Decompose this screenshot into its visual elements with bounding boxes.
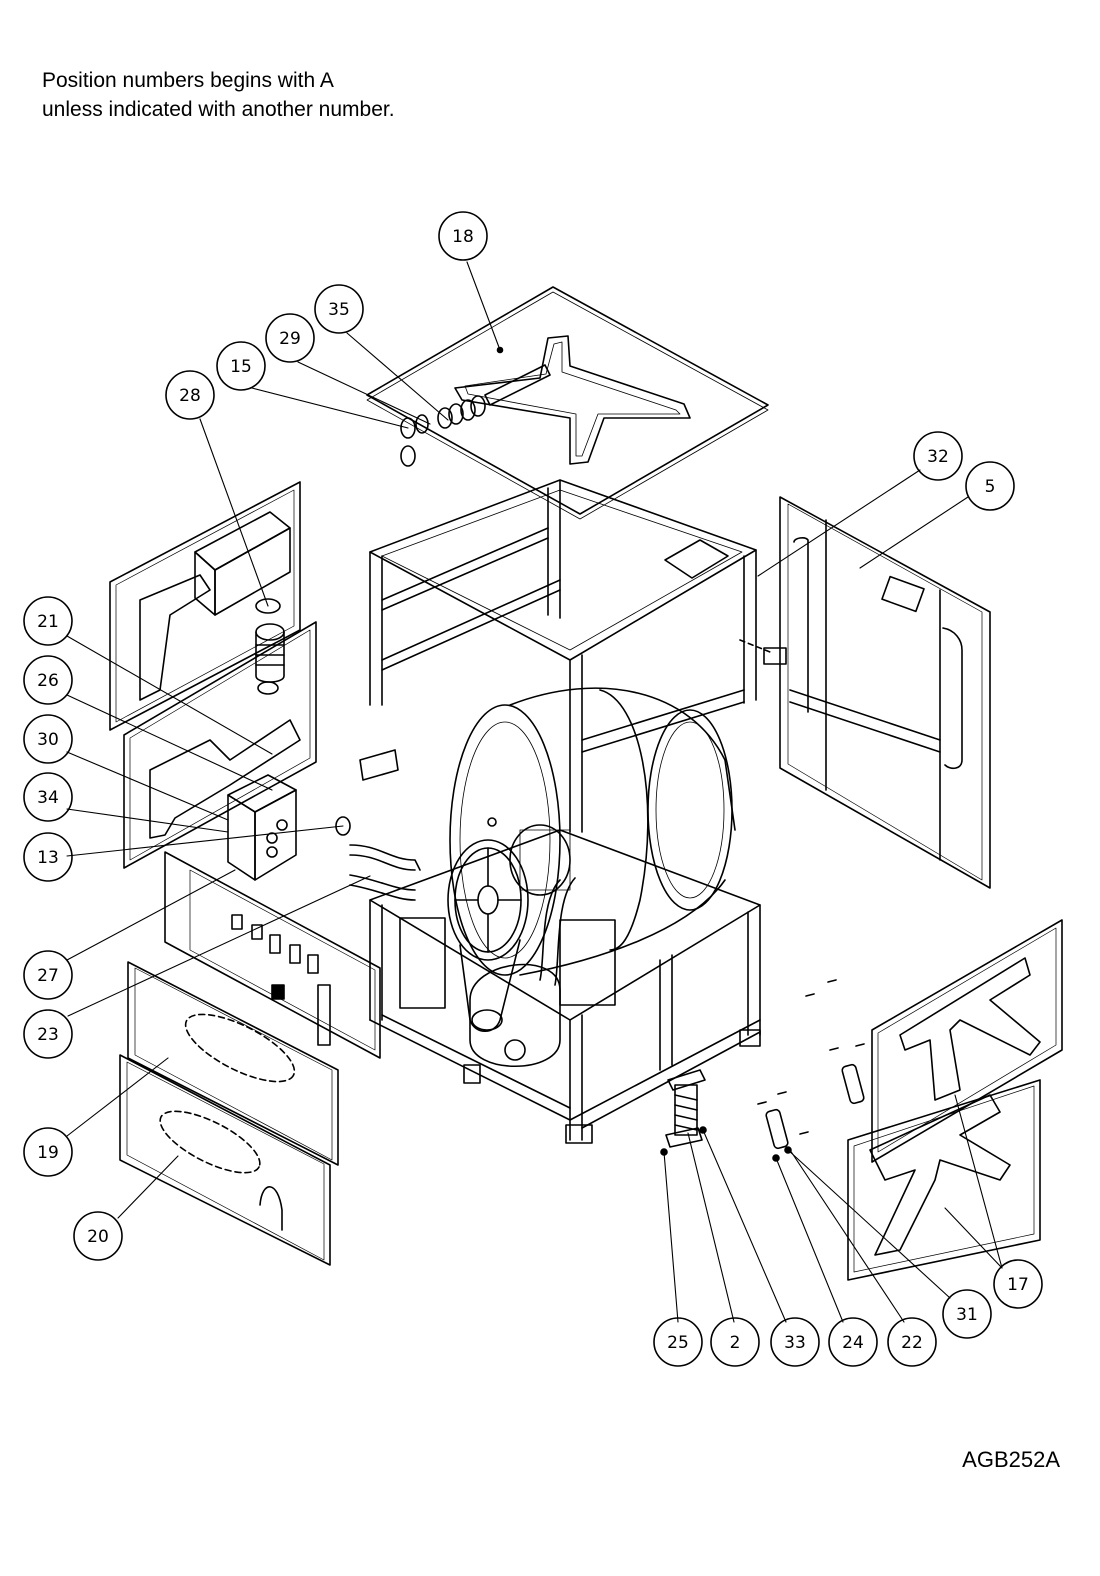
filter-cartridge [255,623,285,695]
callout-2-label: 2 [730,1333,741,1353]
rear-panel-upper [109,481,301,731]
callout-19-label: 19 [37,1143,59,1163]
callout-5-label: 5 [985,477,996,497]
callout-20: 20 [73,1211,123,1261]
callout-29-label: 29 [279,329,301,349]
callout-30-label: 30 [37,730,59,750]
callout-35: 35 [314,284,364,334]
side-panel-upper [871,919,1063,1163]
callout-28-label: 28 [179,386,201,406]
callout-24-label: 24 [842,1333,864,1353]
callout-15: 15 [216,341,266,391]
front-vent-panel-upper [127,961,339,1166]
callout-32-label: 32 [927,447,949,467]
callout-25-label: 25 [667,1333,689,1353]
callout-13-label: 13 [37,848,59,868]
callout-17-label: 17 [1007,1275,1029,1295]
hoses [349,364,576,986]
callout-17: 17 [993,1259,1043,1309]
callout-21-label: 21 [37,612,59,632]
callout-23-label: 23 [37,1025,59,1045]
callout-18-label: 18 [452,227,474,247]
side-panel-lower [847,1079,1041,1281]
front-upper-panel [164,851,381,1059]
callout-33: 33 [770,1317,820,1367]
door-panel [739,496,991,889]
callout-27: 27 [23,950,73,1000]
callout-15-label: 15 [230,357,252,377]
callout-30: 30 [23,714,73,764]
top-lid-panel [366,286,769,520]
callout-31-label: 31 [956,1305,978,1325]
callout-33-label: 33 [784,1333,806,1353]
motor [399,917,616,1067]
callout-19: 19 [23,1127,73,1177]
callout-28: 28 [165,370,215,420]
callout-34: 34 [23,772,73,822]
callout-13: 13 [23,832,73,882]
connector-set [335,395,497,836]
lower-frame [369,829,761,1144]
callout-22: 22 [887,1317,937,1367]
shock-absorbers [660,979,865,1162]
callout-34-label: 34 [37,788,59,808]
callout-25: 25 [653,1317,703,1367]
callout-18: 18 [438,211,488,261]
callout-29: 29 [265,313,315,363]
callout-26: 26 [23,655,73,705]
drum-assembly [449,687,736,976]
rear-panel-lower [123,621,317,881]
machine-frame [369,479,757,833]
callout-24: 24 [828,1317,878,1367]
callout-5: 5 [965,461,1015,511]
callout-27-label: 27 [37,966,59,986]
position-note: Position numbers begins with A unless in… [42,66,395,124]
front-vent-panel-lower [119,1054,331,1266]
callout-21: 21 [23,596,73,646]
callout-20-label: 20 [87,1227,109,1247]
callout-2: 2 [710,1317,760,1367]
position-note-line-2: unless indicated with another number. [42,98,395,121]
callout-31: 31 [942,1289,992,1339]
callout-22-label: 22 [901,1333,923,1353]
callout-23: 23 [23,1009,73,1059]
drawing-id: AGB252A [962,1447,1060,1472]
pulley-and-belt [447,824,571,1033]
position-note-line-1: Position numbers begins with A [42,69,334,92]
callout-26-label: 26 [37,671,59,691]
callout-32: 32 [913,431,963,481]
leader-lines [66,261,1003,1323]
callout-35-label: 35 [328,300,350,320]
